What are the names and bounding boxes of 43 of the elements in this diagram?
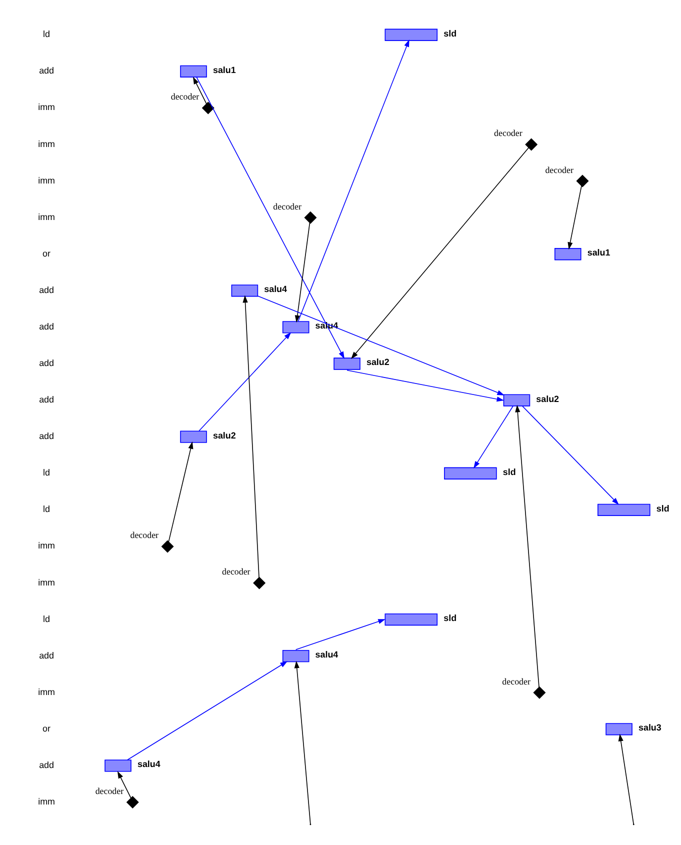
- label: imm: [38, 577, 55, 588]
- label: imm: [38, 175, 55, 186]
- node-label: salu3: [638, 722, 662, 733]
- node-label: sld: [656, 503, 670, 514]
- label: imm: [38, 102, 55, 112]
- node-label: decoder: [273, 201, 302, 212]
- node-label: salu1: [213, 64, 236, 75]
- label: add: [39, 321, 54, 332]
- label: or: [42, 248, 51, 258]
- label: or: [42, 723, 51, 734]
- label: add: [39, 284, 54, 295]
- node-label: decoder: [95, 786, 124, 796]
- label: add: [39, 66, 54, 76]
- node-label: sld: [444, 612, 457, 623]
- node-label: decoder: [502, 676, 530, 686]
- node-label: salu2: [213, 430, 236, 440]
- node-label: decoder: [222, 566, 250, 577]
- label: ld: [43, 614, 50, 624]
- node-label: salu4: [264, 284, 287, 294]
- label: imm: [38, 138, 55, 149]
- node-label: salu2: [536, 394, 560, 404]
- node-label: decoder: [545, 164, 574, 175]
- node-label: salu4: [137, 759, 160, 770]
- label: imm: [38, 212, 55, 222]
- label: add: [39, 394, 54, 405]
- label: add: [39, 358, 54, 368]
- node-label: decoder: [170, 92, 200, 102]
- label: imm: [38, 796, 55, 807]
- label: ld: [43, 504, 50, 514]
- label: add: [39, 760, 54, 770]
- node-label: salu2: [366, 357, 390, 368]
- node-label: sld: [502, 466, 516, 477]
- node-label: salu4: [315, 650, 338, 660]
- label: ld: [43, 468, 50, 478]
- label: add: [39, 650, 54, 660]
- node-label: decoder: [130, 530, 159, 540]
- node-label: salu1: [587, 248, 610, 258]
- label: imm: [38, 686, 55, 697]
- label: add: [39, 431, 54, 442]
- node-label: decoder: [494, 128, 522, 138]
- label: imm: [38, 540, 55, 551]
- node-label: sld: [444, 28, 457, 38]
- label: ld: [43, 29, 50, 40]
